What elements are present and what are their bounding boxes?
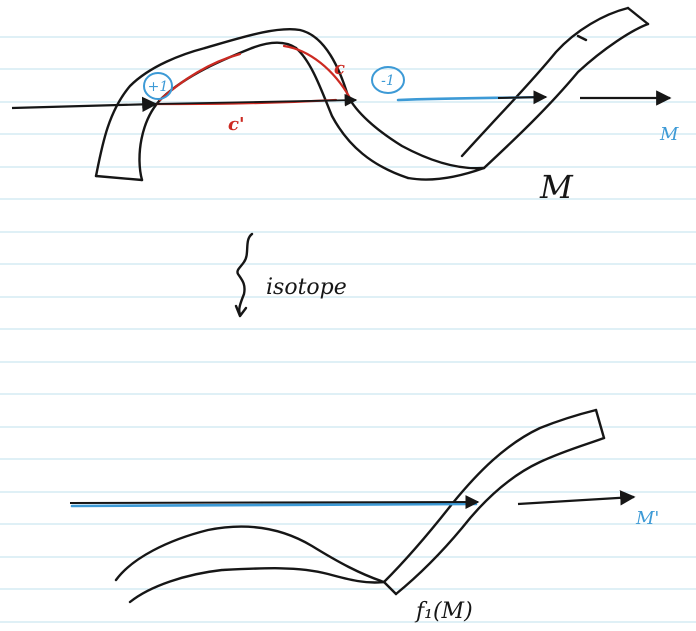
label-c: c [334, 58, 345, 79]
label-M-blue: M [659, 124, 679, 145]
flow-line-incoming-arrow [11, 96, 158, 113]
label-M-prime: M' [635, 508, 659, 529]
label-c-prime: c' [228, 114, 244, 135]
bottom-flow-line-blue [70, 502, 478, 508]
ribbon-surface-M [94, 6, 650, 182]
top-figure: +1 -1 c c' M M [11, 6, 679, 206]
isotopy-text: isotope [266, 275, 347, 300]
curve-upper-left [158, 52, 242, 102]
bottom-flow-line-arrow [69, 495, 480, 510]
flow-line-blue-arrow [497, 90, 548, 105]
sign-minus-circle [371, 66, 405, 94]
ribbon-surface-f1M [114, 408, 606, 604]
isotopy-brace [236, 232, 254, 316]
bottom-outgoing-arrow [517, 490, 636, 506]
label-M-black: M [539, 168, 574, 206]
sign-minus: -1 [381, 73, 395, 89]
bottom-figure: M' f₁(M) [69, 408, 659, 624]
isotopy-annotation: isotope [234, 232, 347, 318]
flow-line-through-ribbon [155, 93, 358, 107]
sign-plus: +1 [148, 79, 169, 95]
sign-plus-circle [143, 72, 173, 100]
label-f1M: f₁(M) [414, 599, 473, 624]
curve-c [282, 44, 352, 100]
ruled-lines [0, 36, 696, 623]
